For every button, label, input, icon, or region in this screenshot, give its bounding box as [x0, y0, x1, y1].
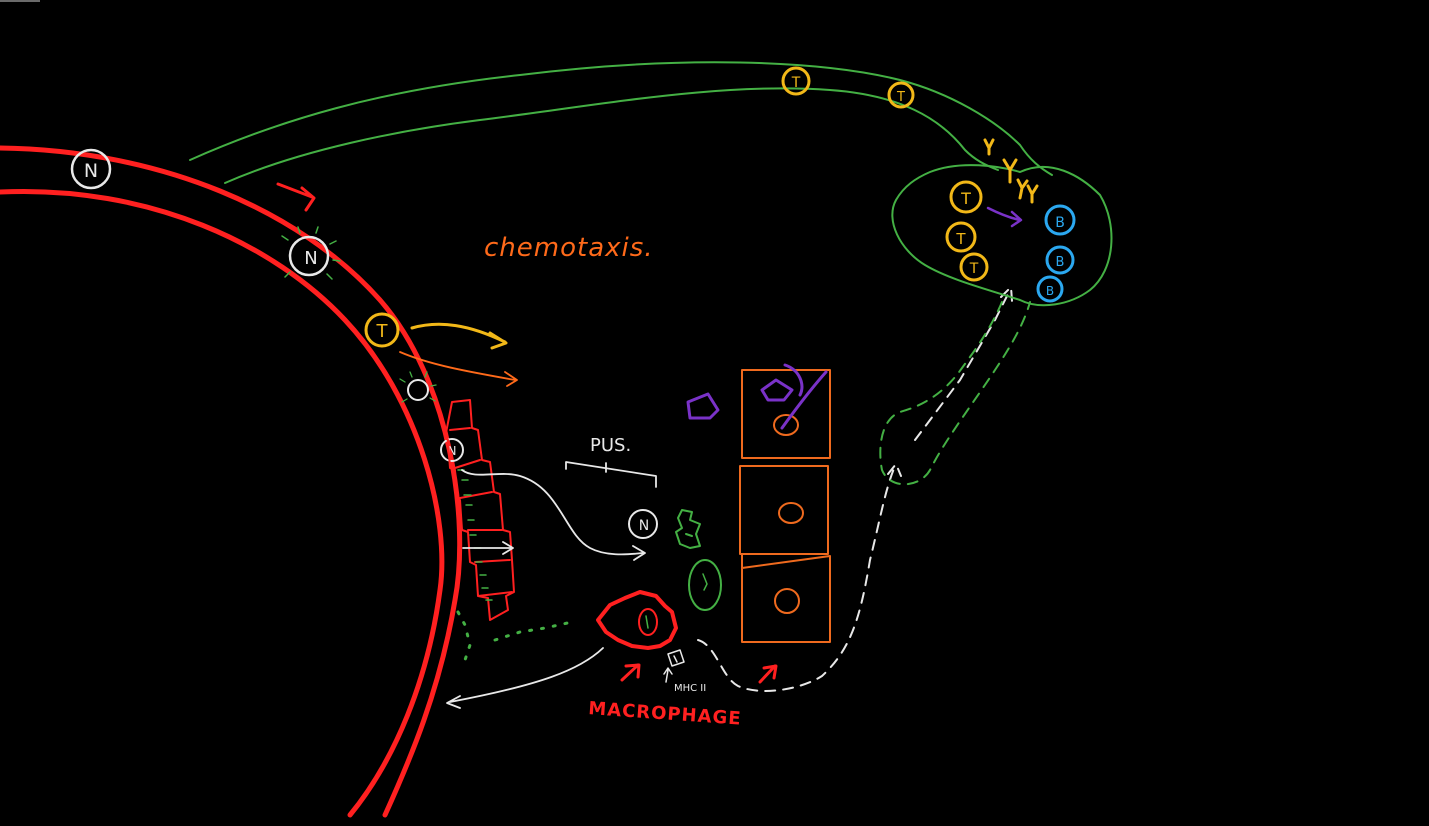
macrophage-return-arrow: [446, 647, 604, 709]
lymph-node: [891, 164, 1113, 307]
t-cell-circulating-1: T: [781, 66, 811, 96]
t-cell-extravasating: T: [364, 312, 400, 348]
neutrophil-small-spiky: [399, 371, 437, 403]
t-cell-circulating-1-letter: T: [791, 75, 801, 91]
t-to-b-activation-arrow: [986, 206, 1023, 228]
blood-vessel-outer-wall: [0, 145, 463, 818]
pathogen: [686, 392, 720, 420]
t-cell-node-1: T: [949, 180, 983, 214]
neutrophil-pus-letter: N: [639, 518, 649, 534]
chemotaxis-label: chemotaxis.: [484, 233, 654, 263]
t-cell-node-2-letter: T: [955, 230, 966, 248]
pus-label: PUS.: [590, 435, 631, 456]
b-cell-3-letter: B: [1046, 284, 1054, 298]
b-cell-2: B: [1045, 245, 1075, 275]
neutrophil-in-vessel: N: [70, 148, 112, 190]
dotted-trail-lower: [456, 610, 472, 662]
t-cell-node-3: T: [959, 252, 989, 282]
pus-bracket: [565, 461, 657, 488]
t-cell-node-1-letter: T: [960, 189, 971, 208]
t-cell-circulating-2-letter: T: [896, 90, 905, 105]
afferent-lymph-vessel: [879, 301, 1031, 486]
neutrophil-rolling: N: [281, 226, 341, 280]
dotted-trail-upper: [493, 620, 574, 642]
efferent-lymph-vessel-upper: [189, 61, 1053, 176]
antibodies: [983, 138, 1039, 204]
macrophage-pointer-arrow: [620, 663, 641, 682]
player-corner-tab: [0, 0, 40, 2]
neutrophil-tissue-letter: N: [448, 444, 457, 458]
mhc-antigen-fragment: [667, 649, 685, 667]
b-cell-2-letter: B: [1056, 255, 1065, 270]
t-cell-migration-arrow: [410, 322, 508, 350]
tissue-cell: [739, 465, 829, 555]
tissue-cell-damaged: [741, 553, 831, 643]
b-cell-1-letter: B: [1055, 215, 1065, 231]
b-cell-1: B: [1044, 204, 1076, 236]
endothelial-layer: [444, 399, 515, 621]
macrophage-label: MACROPHAGE: [588, 698, 743, 730]
blood-flow-arrow: [276, 182, 316, 212]
diapedesis-arrow: [462, 541, 514, 555]
t-cell-letter: T: [376, 321, 389, 342]
bacterium: [688, 559, 722, 611]
efferent-lymph-vessel-lower: [224, 87, 999, 184]
tissue-cell-infected: [741, 363, 831, 459]
adhesion-molecules: [457, 469, 493, 601]
t-cell-node-2: T: [945, 221, 977, 253]
t-cell-node-3-letter: T: [969, 261, 979, 277]
neutrophil-in-pus: N: [628, 509, 658, 539]
mhc-label: MHC II: [674, 683, 706, 694]
tissue-pointer-arrow: [758, 664, 778, 684]
blood-vessel-inner-wall: [0, 188, 445, 818]
macrophage: [596, 590, 678, 650]
neutrophil-letter: N: [84, 160, 98, 182]
mhc-pointer-arrow: [663, 667, 673, 683]
antigen-transport-path: [697, 463, 902, 692]
neutrophil-rolling-letter: N: [304, 248, 317, 269]
neutrophil-to-pus-arrow: [461, 469, 646, 561]
b-cell-3: B: [1036, 275, 1064, 303]
neutrophil-at-tissue: N: [440, 438, 464, 462]
macrophage-nucleus: [638, 608, 658, 636]
bacterial-debris: [675, 509, 701, 549]
chemotaxis-arrow: [399, 351, 518, 387]
t-cell-circulating-2: T: [887, 81, 915, 109]
